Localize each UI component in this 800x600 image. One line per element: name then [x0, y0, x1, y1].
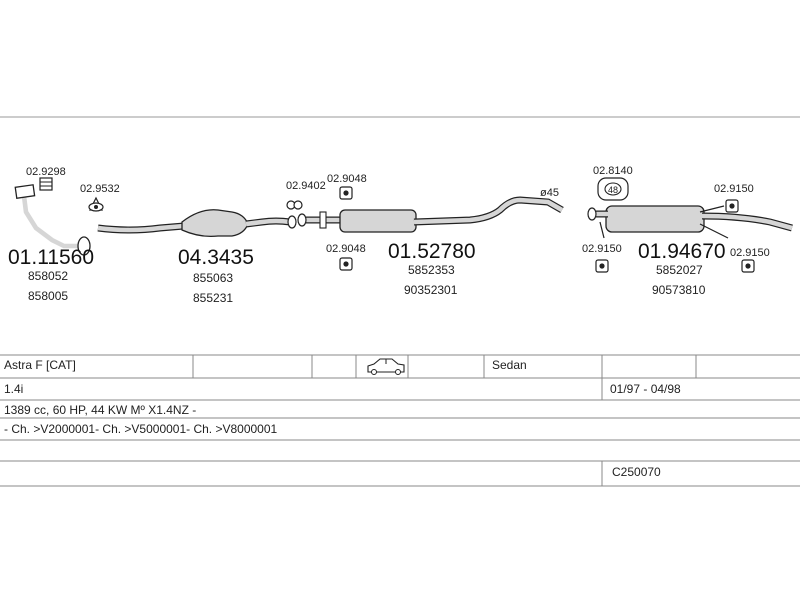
accessory-label-a3: 02.9402 [286, 180, 326, 192]
rubber-hanger-icon-5[interactable] [741, 259, 755, 273]
gasket-icon-2[interactable] [286, 200, 303, 210]
large-rubber-hanger-icon[interactable]: 48 [597, 177, 629, 201]
sedan-car-icon [367, 358, 405, 375]
vehicle-chassis: - Ch. >V2000001- Ch. >V5000001- Ch. >V80… [4, 422, 278, 436]
accessory-label-a9: 02.9150 [730, 247, 770, 259]
hanger-marking: 48 [608, 185, 618, 195]
pipe-diameter-label: ø45 [540, 187, 559, 199]
catalyst-code: 04.3435 [178, 246, 254, 269]
rear-silencer-ref-2: 90573810 [652, 283, 706, 297]
vehicle-period: 01/97 - 04/98 [610, 382, 681, 396]
rear-silencer[interactable] [587, 205, 793, 239]
front-pipe[interactable] [14, 184, 91, 256]
middle-silencer[interactable] [297, 196, 564, 233]
catalyst[interactable] [97, 209, 297, 238]
catalog-code: C250070 [612, 465, 661, 479]
rubber-hanger-icon-4[interactable] [725, 199, 739, 213]
accessory-label-a4: 02.9048 [327, 173, 367, 185]
rubber-hanger-icon-2[interactable] [339, 257, 353, 271]
middle-silencer-ref-1: 5852353 [408, 263, 455, 277]
middle-silencer-code: 01.52780 [388, 240, 476, 263]
accessory-label-a8: 02.9150 [582, 243, 622, 255]
rubber-hanger-icon[interactable] [339, 186, 353, 200]
front-pipe-flange [14, 184, 36, 199]
gasket-icon[interactable] [39, 177, 53, 191]
catalyst-ref-2: 855231 [193, 291, 233, 305]
accessory-label-a7: 02.9150 [714, 183, 754, 195]
vehicle-spec: 1389 cc, 60 HP, 44 KW Mº X1.4NZ - [4, 403, 197, 417]
front-pipe-outlet-flange [77, 236, 91, 256]
accessory-label-a1: 02.9298 [26, 166, 66, 178]
front-pipe-ref-2: 858005 [28, 289, 68, 303]
rubber-hanger-icon-3[interactable] [595, 259, 609, 273]
flange-gasket-icon[interactable] [88, 196, 104, 212]
vehicle-engine: 1.4i [4, 382, 24, 396]
catalyst-ref-1: 855063 [193, 271, 233, 285]
rear-silencer-ref-1: 5852027 [656, 263, 703, 277]
vehicle-body-type: Sedan [492, 358, 527, 372]
front-pipe-ref-1: 858052 [28, 269, 68, 283]
accessory-label-a6: 02.8140 [593, 165, 633, 177]
front-pipe-code: 01.11560 [8, 246, 94, 269]
vehicle-model: Astra F [CAT] [4, 358, 76, 372]
vehicle-table-grid [0, 354, 800, 487]
middle-silencer-ref-2: 90352301 [404, 283, 458, 297]
accessory-label-a2: 02.9532 [80, 183, 120, 195]
accessory-label-a5: 02.9048 [326, 243, 366, 255]
rear-silencer-code: 01.94670 [638, 240, 726, 263]
